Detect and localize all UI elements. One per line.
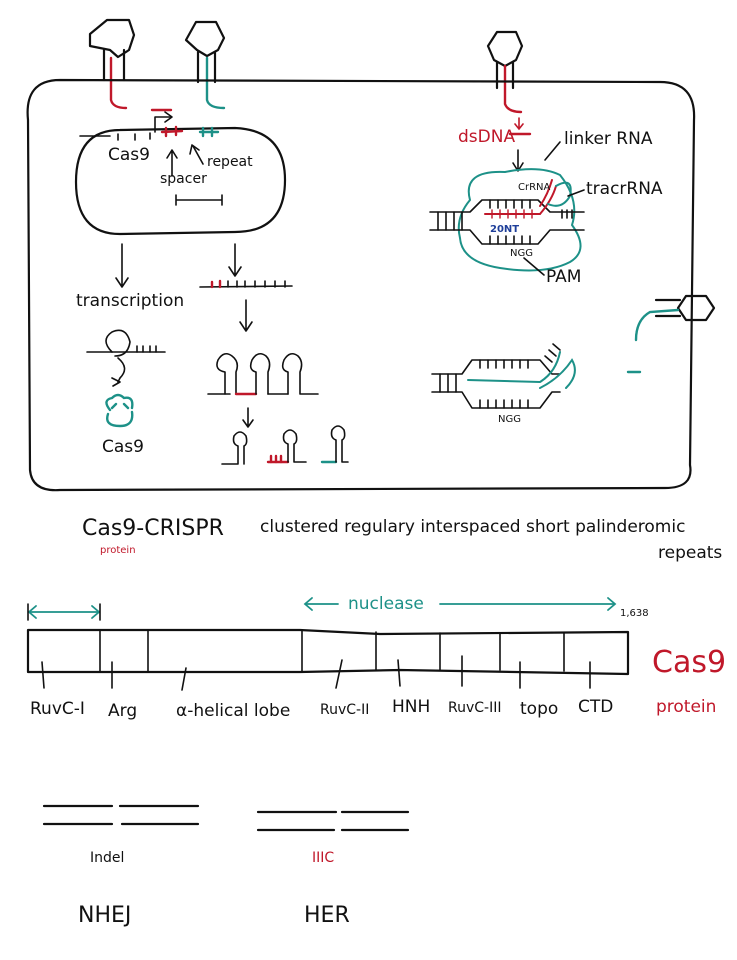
linker-pointer [544,141,561,161]
bacterial-cell-wall [26,78,696,492]
domain-ruvc1: RuvC-I [30,699,85,719]
domain-ctd: CTD [578,697,613,717]
pam-pointer [523,257,545,276]
pre-crrna-transcript [199,279,293,289]
transcription-arrow [115,243,129,288]
domain-hnh: HNH [392,697,430,717]
indel-label: Indel [90,850,124,866]
cas9-protein-name: Cas9 [652,645,726,680]
tracr-pointer [567,189,585,197]
domain-arg: Arg [108,701,137,721]
nhej-label: NHEJ [78,903,131,928]
phage-3 [486,30,524,114]
processing-arrow-3 [242,407,254,428]
transcription-label: transcription [76,291,184,311]
her-mark: IIIC [312,850,334,866]
cas9-domain-bar [26,628,630,691]
tracrrna-label: tracrRNA [586,179,663,199]
twenty-nt-label: 20NT [490,224,519,235]
protein-note: protein [100,545,136,556]
domain-ruvc3: RuvC-III [448,700,501,716]
phage-2 [184,20,226,110]
phage-4 [626,294,716,374]
ngg-bottom-label: NGG [498,414,521,425]
cas9-gene-label: Cas9 [108,145,150,165]
nhej-broken-dna [42,804,200,826]
crispr-expansion-line1: clustered regulary interspaced short pal… [260,517,685,537]
repeat-label: repeat [207,154,253,170]
cas9-dna-complex [429,168,585,272]
complex-arrow [512,149,524,172]
phage-1 [88,18,136,110]
processing-arrow-2 [239,299,253,332]
hairpin-array [207,352,319,396]
cas9-cutting-complex [431,343,576,409]
cas9-crispr-title: Cas9-CRISPR [82,516,224,541]
crrna-label: CrRNA [518,182,551,193]
ribosome-translation [86,329,166,387]
her-label: HER [304,903,350,928]
mature-crrna-units [221,425,349,465]
ngg-top-label: NGG [510,248,533,259]
pam-label: PAM [546,267,581,287]
dsdna-arrow [514,117,524,131]
domain-ruvc2: RuvC-II [320,702,369,718]
processing-arrow-1 [228,243,242,277]
dsdna-label: dsDNA [458,127,515,147]
domain-topo: topo [520,699,558,719]
linker-rna-label: linker RNA [564,129,653,149]
her-broken-dna [256,810,410,832]
cas9-protein-icon [105,393,134,428]
cas9-product-label: Cas9 [102,437,144,457]
length-label: 1,638 [620,608,649,619]
cas9-protein-word: protein [656,697,716,717]
domain-alpha-helical-lobe: α-helical lobe [176,701,290,721]
spacer-label: spacer [160,171,207,187]
crispr-expansion-line2: repeats [658,543,722,563]
ruvc1-span-arrow [27,603,101,621]
crispr-locus-plasmid [74,111,287,236]
nuclease-label: nuclease [348,594,424,614]
nuclease-span-arrow [303,597,617,611]
